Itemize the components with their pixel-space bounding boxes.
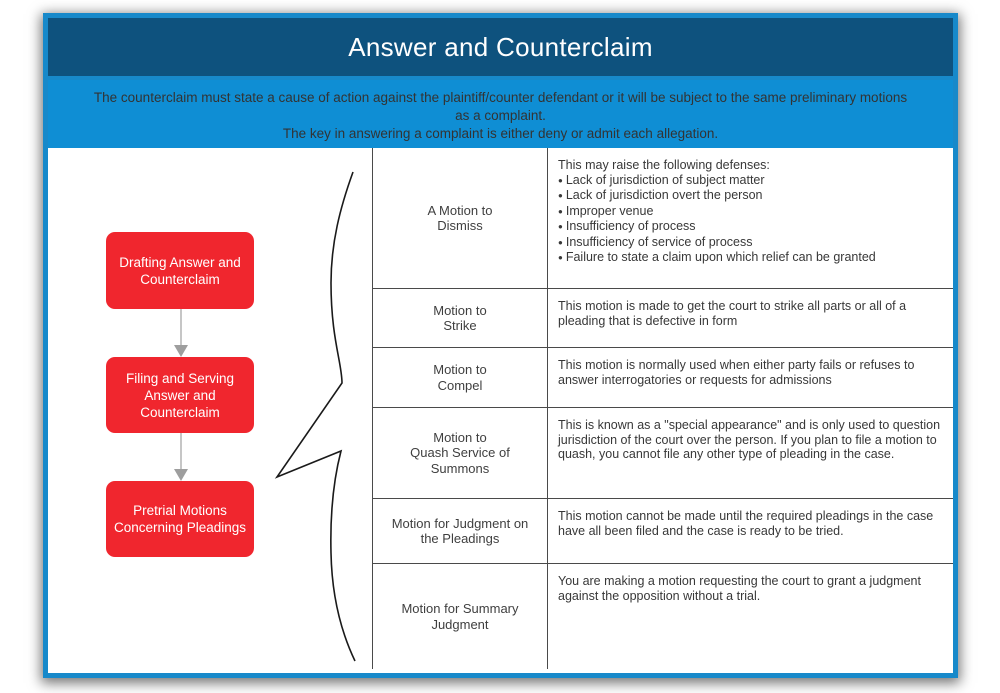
motion-name: Motion to Strike — [372, 289, 548, 347]
motion-description: You are making a motion requesting the c… — [558, 574, 921, 603]
arrow-stem — [180, 433, 182, 469]
motion-name: A Motion to Dismiss — [372, 148, 548, 288]
flow-step-drafting: Drafting Answer and Counterclaim — [106, 232, 254, 309]
table-row: Motion for Judgment on the Pleadings Thi… — [372, 499, 953, 564]
main-area: Drafting Answer and Counterclaim Filing … — [48, 148, 953, 673]
subtitle-line-2: The key in answering a complaint is eith… — [282, 126, 719, 141]
flow-step-pretrial-motions: Pretrial Motions Concerning Pleadings — [106, 481, 254, 557]
arrow-stem — [180, 309, 182, 345]
motion-description: This motion is made to get the court to … — [558, 299, 907, 328]
subtitle-line-1: The counterclaim must state a cause of a… — [93, 90, 908, 123]
motion-description: This may raise the following defenses: L… — [548, 148, 953, 288]
motion-description: This is known as a "special appearance" … — [558, 418, 941, 461]
defenses-intro: This may raise the following defenses: — [558, 158, 770, 172]
table-row: Motion to Quash Service of Summons This … — [372, 408, 953, 499]
down-arrow-icon — [174, 309, 188, 357]
list-item: Insufficiency of service of process — [558, 235, 943, 251]
motion-name: Motion to Compel — [372, 348, 548, 407]
list-item: Lack of jurisdiction of subject matter — [558, 173, 943, 189]
list-item: Lack of jurisdiction overt the person — [558, 188, 943, 204]
down-arrow-icon — [174, 433, 188, 481]
page-title: Answer and Counterclaim — [348, 31, 653, 62]
arrow-head — [174, 345, 188, 357]
motion-name: Motion for Judgment on the Pleadings — [372, 499, 548, 563]
defenses-list: Lack of jurisdiction of subject matter L… — [558, 173, 943, 266]
motion-description: This motion is normally used when either… — [558, 358, 915, 387]
motion-description: This motion cannot be made until the req… — [558, 509, 934, 538]
motions-table: A Motion to Dismiss This may raise the f… — [372, 148, 953, 669]
list-item: Insufficiency of process — [558, 219, 943, 235]
flow-step-filing-serving: Filing and Serving Answer and Countercla… — [106, 357, 254, 433]
list-item: Improper venue — [558, 204, 943, 220]
curly-brace-icon — [274, 171, 356, 662]
motion-name: Motion to Quash Service of Summons — [372, 408, 548, 498]
answer-counterclaim-panel: Answer and Counterclaim The counterclaim… — [43, 13, 958, 678]
arrow-head — [174, 469, 188, 481]
motion-name: Motion for Summary Judgment — [372, 564, 548, 669]
title-bar: Answer and Counterclaim — [48, 18, 953, 80]
table-row: Motion for Summary Judgment You are maki… — [372, 564, 953, 669]
list-item: Failure to state a claim upon which reli… — [558, 250, 943, 266]
table-row: A Motion to Dismiss This may raise the f… — [372, 148, 953, 289]
subtitle-band: The counterclaim must state a cause of a… — [48, 80, 953, 148]
table-row: Motion to Strike This motion is made to … — [372, 289, 953, 348]
table-row: Motion to Compel This motion is normally… — [372, 348, 953, 408]
